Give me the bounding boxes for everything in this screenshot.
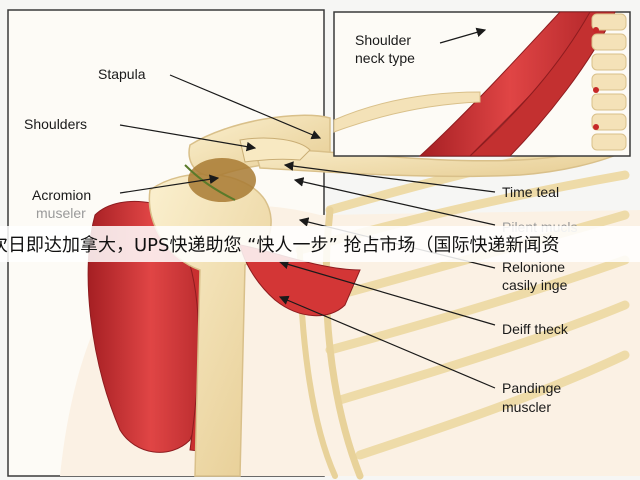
label-acromion: Acromion bbox=[32, 187, 92, 203]
label-casily-inge: casily inge bbox=[502, 277, 568, 293]
leader-lines bbox=[119, 27, 496, 389]
inset-red-spots bbox=[593, 27, 599, 130]
banner-text: 次日即达加拿大，UPS快递助您 “快人一步” 抢占市场（国际快递新闻资 bbox=[0, 235, 560, 256]
label-acromion-sub: museler bbox=[36, 205, 86, 221]
inset-clavicle bbox=[333, 91, 481, 133]
label-shoulder-neck-2: neck type bbox=[355, 50, 415, 66]
inset-spine bbox=[591, 13, 627, 151]
overlay-banner: 次日即达加拿大，UPS快递助您 “快人一步” 抢占市场（国际快递新闻资 bbox=[0, 226, 640, 262]
label-relonione: Relonione bbox=[502, 259, 566, 275]
label-shoulders: Shoulders bbox=[24, 116, 88, 132]
label-deiff-theck: Deiff theck bbox=[502, 321, 568, 337]
label-shoulder-neck-1: Shoulder bbox=[355, 32, 412, 48]
joint-green-rim bbox=[184, 164, 236, 201]
shoulder-joint bbox=[188, 158, 256, 202]
label-pandinge: Pandinge bbox=[502, 380, 562, 396]
label-time-teal: Time teal bbox=[502, 184, 560, 200]
label-muscler: muscler bbox=[502, 399, 552, 415]
inset-neck-muscle bbox=[418, 11, 616, 157]
label-stapula: Stapula bbox=[98, 66, 146, 82]
acromion-process bbox=[239, 137, 311, 163]
